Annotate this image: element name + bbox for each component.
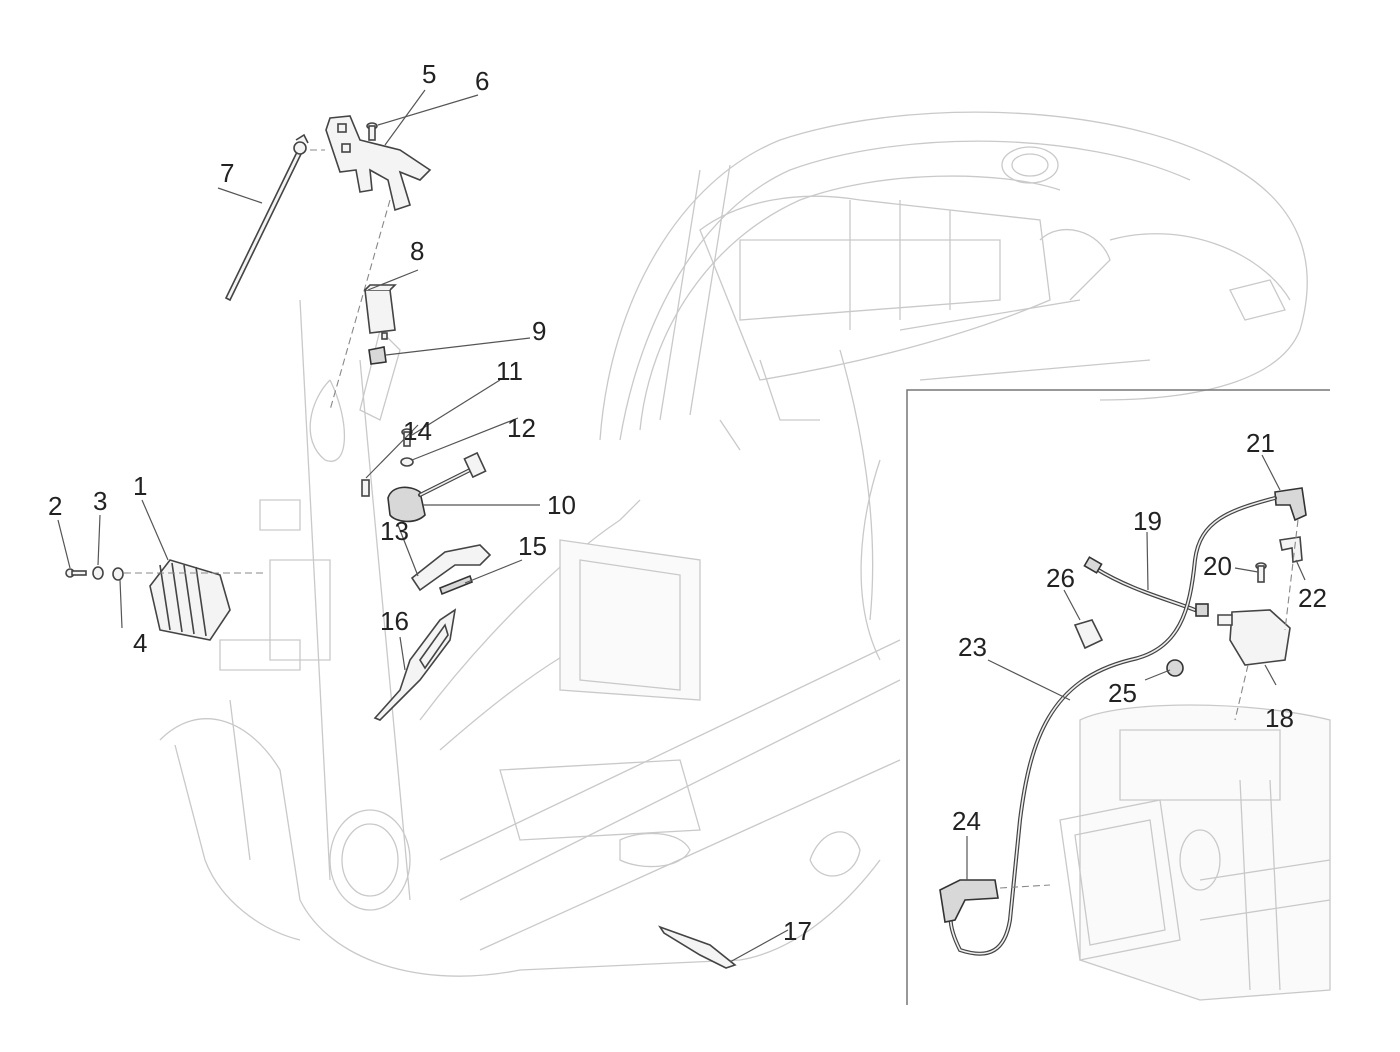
leader-23	[987, 659, 1071, 701]
callout-10: 10	[547, 490, 576, 520]
leader-15	[464, 559, 523, 584]
leader-2	[57, 519, 71, 569]
callout-11: 11	[496, 356, 523, 386]
inset-frame	[906, 389, 1330, 1005]
leader-9	[385, 337, 531, 356]
part-21-spark-plug-cap	[1274, 487, 1307, 522]
part-5-dash	[329, 199, 391, 411]
callout-13: 13	[380, 516, 409, 546]
part-7-cable-tie	[224, 133, 309, 302]
leader-1	[141, 499, 169, 561]
leader-11	[411, 379, 501, 436]
part-13-plate	[410, 544, 492, 592]
callout-23: 23	[958, 632, 987, 662]
part-16-cover	[373, 608, 457, 721]
callout-3: 3	[93, 486, 107, 516]
callout-16: 16	[380, 606, 409, 636]
leader-13	[397, 524, 419, 577]
part-2-bolt	[65, 568, 87, 578]
part-22-connector	[1279, 536, 1303, 563]
part-25-clip	[1166, 659, 1184, 677]
callout-21: 21	[1246, 428, 1275, 458]
part-15-spring	[439, 574, 473, 596]
callout-17: 17	[783, 916, 812, 946]
callout-26: 26	[1046, 563, 1075, 593]
leader-22	[1295, 559, 1306, 581]
part-14-screw	[361, 479, 370, 497]
part-3-washer	[92, 566, 104, 580]
callout-19: 19	[1133, 506, 1162, 536]
callout-14: 14	[403, 416, 432, 446]
callout-labels: 1 2 3 4 5 6 7 8 9 10 11 12 13 14 15 16 1…	[48, 59, 1327, 946]
leader-lines	[57, 89, 1306, 963]
part-12-washer	[400, 457, 414, 467]
scooter-body-outline	[159, 111, 1308, 977]
callout-1: 1	[133, 471, 147, 501]
engine-outline	[1059, 704, 1331, 1001]
leader-3	[97, 514, 101, 566]
callout-12: 12	[507, 413, 536, 443]
leader-6	[377, 94, 479, 126]
part-4-washer	[112, 567, 124, 581]
callout-6: 6	[475, 66, 489, 96]
part-5-bracket	[325, 115, 432, 212]
callout-22: 22	[1298, 583, 1327, 613]
callout-20: 20	[1203, 551, 1232, 581]
part-1-voltage-regulator	[149, 559, 231, 641]
leader-21	[1261, 454, 1281, 491]
part-8-relay	[364, 284, 397, 340]
part-20-screw	[1255, 562, 1267, 583]
callout-25: 25	[1108, 678, 1137, 708]
leader-18	[1264, 664, 1277, 686]
callout-18: 18	[1265, 703, 1294, 733]
leader-8	[367, 269, 419, 291]
part-26-clip	[1073, 619, 1104, 650]
part-17-clip	[657, 925, 737, 969]
part-18-dash	[1234, 664, 1249, 721]
leader-7	[217, 187, 263, 204]
callout-4: 4	[133, 628, 147, 658]
part-23-ht-lead	[948, 496, 1277, 956]
callout-9: 9	[532, 316, 546, 346]
callout-7: 7	[220, 158, 234, 188]
callout-24: 24	[952, 806, 981, 836]
part-9-rubber-cover	[368, 346, 387, 365]
leader-12	[411, 417, 519, 461]
leader-17	[729, 929, 789, 963]
leader-25	[1144, 669, 1171, 681]
part-18-ignition-coil	[1217, 609, 1291, 666]
part-10-sensor	[387, 451, 487, 523]
callout-5: 5	[422, 59, 436, 89]
part-24-spark-plug-cap	[939, 879, 999, 923]
leader-16	[399, 636, 406, 671]
callout-15: 15	[518, 531, 547, 561]
part-24-dash	[999, 884, 1051, 889]
leader-19	[1146, 531, 1149, 591]
part-21-dash	[1284, 519, 1299, 631]
leader-4	[119, 579, 123, 629]
callout-2: 2	[48, 491, 62, 521]
part-6-screw	[366, 122, 378, 141]
leader-14	[365, 424, 419, 479]
leader-20	[1234, 567, 1259, 573]
callout-8: 8	[410, 236, 424, 266]
leader-26	[1063, 589, 1081, 621]
